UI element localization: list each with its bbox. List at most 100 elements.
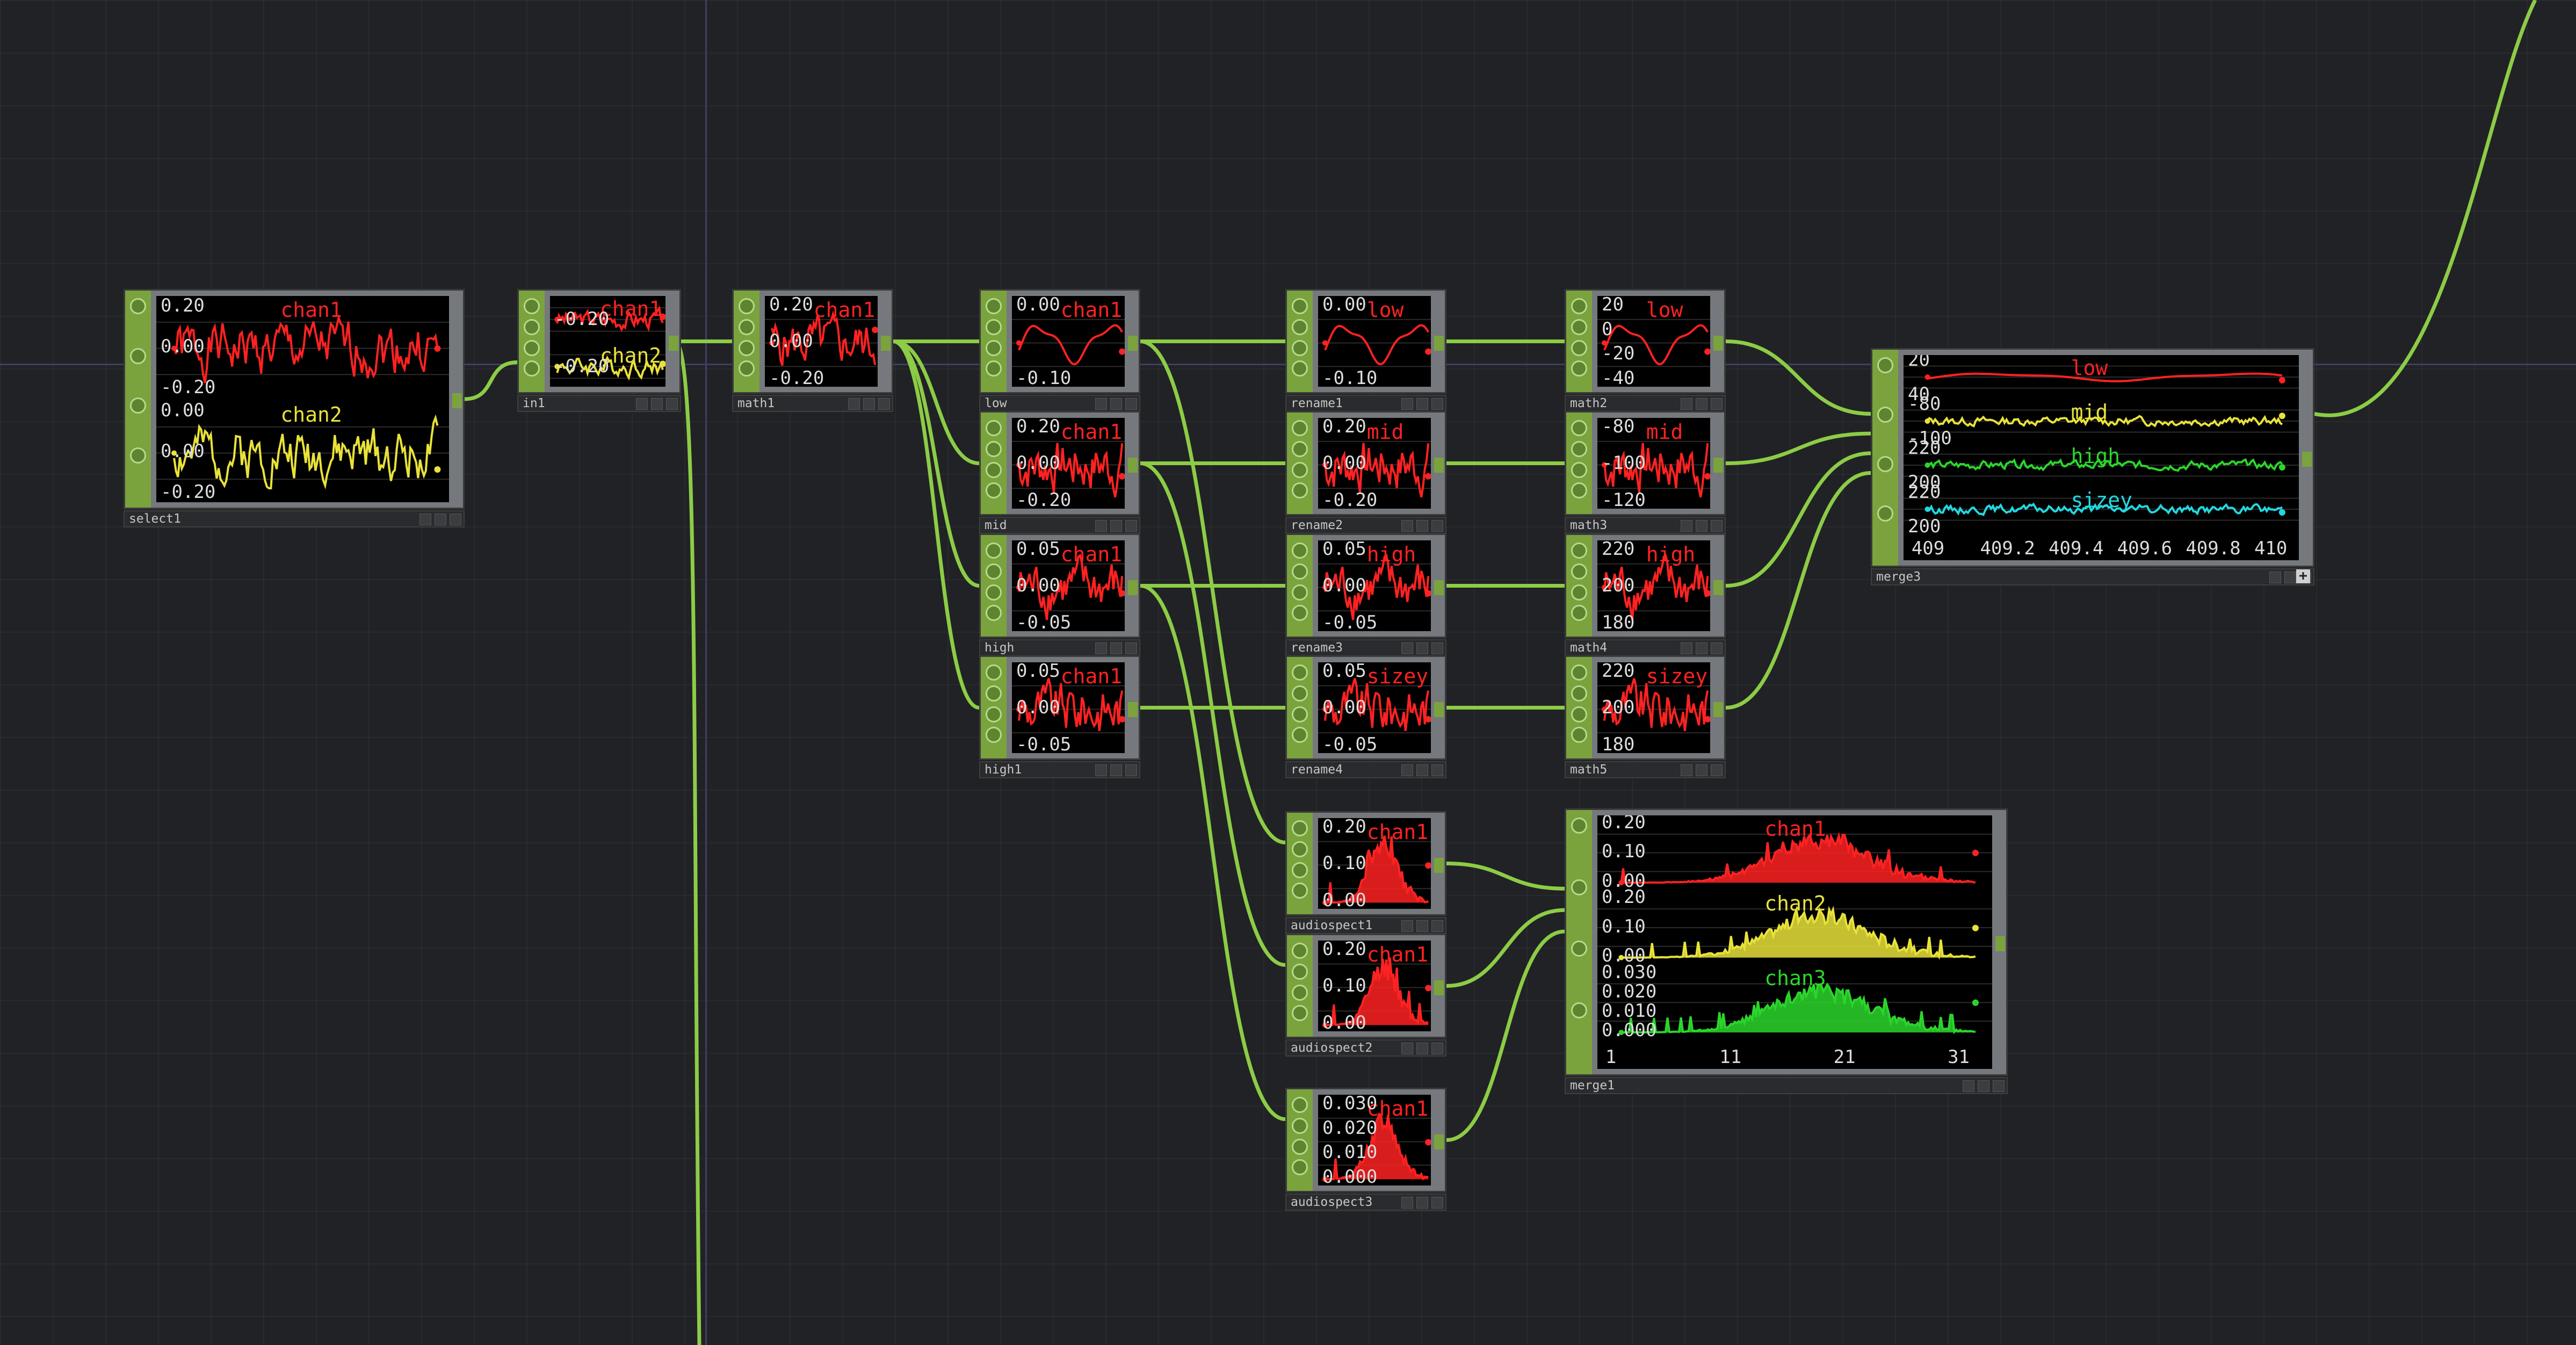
- add-icon[interactable]: [1993, 1080, 2005, 1092]
- lock-icon[interactable]: [986, 461, 1002, 478]
- viewer-toggle-icon[interactable]: [130, 298, 146, 314]
- add-icon[interactable]: [1431, 1043, 1443, 1054]
- display-flag-icon[interactable]: [1571, 605, 1587, 621]
- bypass-icon[interactable]: [1877, 407, 1893, 423]
- output-connector[interactable]: [1713, 335, 1723, 351]
- cook-icon[interactable]: [1416, 642, 1428, 654]
- output-connector[interactable]: [1434, 1134, 1444, 1149]
- node-name-bar[interactable]: rename4: [1285, 761, 1446, 778]
- cook-icon[interactable]: [1110, 764, 1122, 776]
- display-flag-icon[interactable]: [1292, 482, 1308, 499]
- clone-icon[interactable]: [1401, 642, 1413, 654]
- add-icon[interactable]: [1431, 920, 1443, 932]
- display-flag-icon[interactable]: [1571, 1002, 1587, 1018]
- add-icon[interactable]: [1711, 642, 1723, 654]
- clone-icon[interactable]: [1095, 642, 1107, 654]
- viewer-toggle-icon[interactable]: [1292, 820, 1308, 836]
- bypass-icon[interactable]: [130, 348, 146, 364]
- bypass-icon[interactable]: [1571, 440, 1587, 457]
- node-name-bar[interactable]: math2: [1565, 395, 1726, 412]
- viewer-toggle-icon[interactable]: [1292, 420, 1308, 436]
- display-flag-icon[interactable]: [986, 360, 1002, 377]
- lock-icon[interactable]: [986, 706, 1002, 722]
- output-connector[interactable]: [669, 335, 678, 351]
- bypass-icon[interactable]: [1292, 963, 1308, 980]
- node-name-bar[interactable]: merge3: [1871, 568, 2314, 585]
- node-name-bar[interactable]: low: [979, 395, 1140, 412]
- lock-icon[interactable]: [739, 339, 755, 356]
- output-connector[interactable]: [1713, 457, 1723, 473]
- clone-icon[interactable]: [1681, 398, 1692, 410]
- display-flag-icon[interactable]: [1292, 1159, 1308, 1176]
- cook-icon[interactable]: [435, 514, 446, 525]
- bypass-icon[interactable]: [986, 319, 1002, 335]
- display-flag-icon[interactable]: [1292, 883, 1308, 899]
- add-input-button[interactable]: +: [2296, 569, 2310, 583]
- lock-icon[interactable]: [1292, 862, 1308, 878]
- lock-icon[interactable]: [130, 397, 146, 414]
- node-name-bar[interactable]: audiospect1: [1285, 917, 1446, 934]
- display-flag-icon[interactable]: [130, 447, 146, 464]
- lock-icon[interactable]: [524, 339, 540, 356]
- output-connector[interactable]: [1128, 702, 1138, 717]
- output-connector[interactable]: [1128, 335, 1138, 351]
- output-connector[interactable]: [1434, 335, 1444, 351]
- cook-icon[interactable]: [1416, 1197, 1428, 1209]
- clone-icon[interactable]: [1401, 920, 1413, 932]
- viewer-toggle-icon[interactable]: [1571, 664, 1587, 681]
- add-icon[interactable]: [1125, 398, 1137, 410]
- clone-icon[interactable]: [1095, 764, 1107, 776]
- bypass-icon[interactable]: [1292, 440, 1308, 457]
- lock-icon[interactable]: [1292, 984, 1308, 1001]
- add-icon[interactable]: [1125, 764, 1137, 776]
- bypass-icon[interactable]: [986, 685, 1002, 702]
- node-name-bar[interactable]: in1: [517, 395, 681, 412]
- lock-icon[interactable]: [1292, 706, 1308, 722]
- lock-icon[interactable]: [1292, 339, 1308, 356]
- clone-icon[interactable]: [1963, 1080, 1974, 1092]
- add-icon[interactable]: [1711, 520, 1723, 532]
- cook-icon[interactable]: [1696, 764, 1707, 776]
- bypass-icon[interactable]: [1292, 841, 1308, 857]
- node-name-bar[interactable]: select1: [124, 510, 465, 527]
- viewer-toggle-icon[interactable]: [1292, 298, 1308, 314]
- output-connector[interactable]: [2302, 452, 2312, 467]
- lock-icon[interactable]: [1292, 461, 1308, 478]
- node-name-bar[interactable]: audiospect3: [1285, 1194, 1446, 1211]
- display-flag-icon[interactable]: [524, 360, 540, 377]
- add-icon[interactable]: [878, 398, 890, 410]
- bypass-icon[interactable]: [986, 563, 1002, 580]
- add-icon[interactable]: [1711, 398, 1723, 410]
- lock-icon[interactable]: [1877, 456, 1893, 472]
- bypass-icon[interactable]: [1571, 319, 1587, 335]
- add-icon[interactable]: [1125, 520, 1137, 532]
- viewer-toggle-icon[interactable]: [986, 420, 1002, 436]
- viewer-toggle-icon[interactable]: [1292, 664, 1308, 681]
- node-name-bar[interactable]: merge1: [1565, 1077, 2008, 1094]
- bypass-icon[interactable]: [1292, 685, 1308, 702]
- cook-icon[interactable]: [2284, 572, 2296, 583]
- display-flag-icon[interactable]: [986, 482, 1002, 499]
- cook-icon[interactable]: [1416, 920, 1428, 932]
- clone-icon[interactable]: [1401, 520, 1413, 532]
- viewer-toggle-icon[interactable]: [1292, 543, 1308, 559]
- node-viewer[interactable]: mid-80-100-120: [1597, 418, 1710, 509]
